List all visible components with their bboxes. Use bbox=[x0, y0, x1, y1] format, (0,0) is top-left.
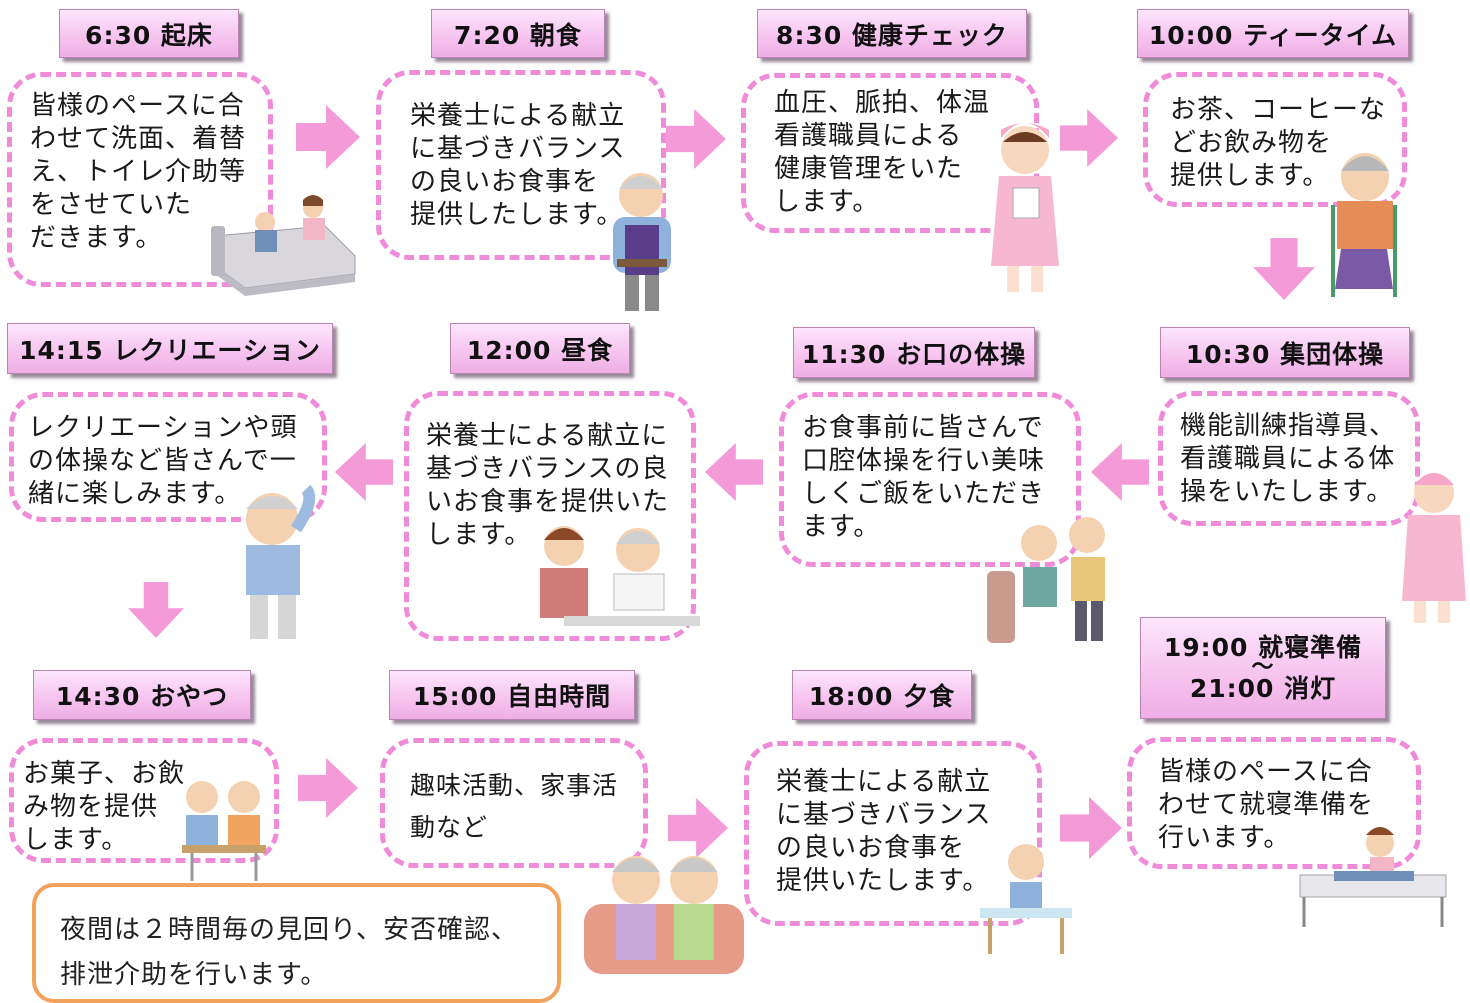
night-note-text: 夜間は２時間毎の見回り、安否確認、 排泄介助を行います。 bbox=[60, 915, 518, 990]
title-1000-tea-time: 10:00 ティータイム bbox=[1137, 9, 1409, 58]
title-0630-wake-up: 6:30 起床 bbox=[59, 9, 239, 58]
arrow-left-icon bbox=[1091, 443, 1149, 501]
arrow-left-icon bbox=[705, 443, 763, 501]
title-1200-lunch: 12:00 昼食 bbox=[450, 323, 630, 374]
step-text-group-exercise: 機能訓練指導員、 看護職員による体 操をいたします。 bbox=[1180, 411, 1397, 507]
step-box-dinner bbox=[744, 741, 1042, 926]
step-text-health-check: 血圧、脈拍、体温 看護職員による 健康管理をいた します。 bbox=[774, 88, 991, 217]
step-box-recreation bbox=[9, 392, 327, 522]
two-elderly-walking-illustration bbox=[987, 517, 1105, 643]
arrow-right-icon bbox=[298, 758, 358, 818]
title-1800-dinner: 18:00 夕食 bbox=[792, 670, 972, 720]
step-text-bedtime: 皆様のペースに合 わせて就寝準備を 行います。 bbox=[1158, 757, 1375, 853]
caregiver-feeding-illustration bbox=[540, 526, 700, 626]
title-1430-snack: 14:30 おやつ bbox=[33, 670, 251, 720]
arrow-right-icon bbox=[1060, 109, 1118, 167]
title-bedtime-separator: ～ bbox=[1251, 655, 1275, 680]
step-text-dinner: 栄養士による献立 に基づきバランス の良いお食事を 提供いたします。 bbox=[776, 767, 992, 896]
title-bedtime-line2: 21:00 消灯 bbox=[1189, 674, 1337, 703]
title-1500-free-time: 15:00 自由時間 bbox=[389, 670, 635, 720]
couple-sofa-illustration bbox=[584, 856, 744, 974]
bed-helper-illustration bbox=[211, 195, 356, 296]
arrow-right-icon bbox=[666, 109, 726, 169]
step-box-free-time bbox=[380, 738, 648, 868]
elderly-dinner-illustration bbox=[980, 844, 1072, 954]
snack-couple-illustration bbox=[182, 781, 266, 881]
step-text-oral-exercise: お食事前に皆さんで 口腔体操を行い美味 しくご飯をいただき ます。 bbox=[802, 413, 1046, 542]
arrow-right-icon bbox=[1060, 797, 1122, 859]
step-box-group-exercise bbox=[1158, 391, 1420, 526]
title-bedtime-line1: 19:00 就寝準備 bbox=[1163, 633, 1363, 662]
exercising-man-illustration bbox=[246, 484, 316, 639]
title-0830-health-check: 8:30 健康チェック bbox=[757, 9, 1027, 58]
step-text-breakfast: 栄養士による献立 に基づきバランス の良いお食事を 提供したします。 bbox=[410, 101, 626, 230]
title-1030-group-exercise: 10:30 集団体操 bbox=[1160, 327, 1410, 378]
arrow-down-icon bbox=[128, 582, 184, 638]
nurse-illustration bbox=[991, 123, 1059, 292]
step-text-lunch: 栄養士による献立に 基づきバランスの良 いお食事を提供いた します。 bbox=[426, 421, 670, 550]
elderly-man-tray-illustration bbox=[613, 173, 671, 311]
grandmother-tea-illustration bbox=[1331, 153, 1397, 297]
bedtime-care-illustration bbox=[1299, 827, 1447, 927]
title-0720-breakfast: 7:20 朝食 bbox=[431, 9, 605, 58]
step-text-free-time: 趣味活動、家事活 動など bbox=[410, 771, 619, 842]
step-text-snack: お菓子、お飲 み物を提供 します。 bbox=[23, 759, 186, 855]
arrow-right-icon bbox=[668, 798, 728, 858]
step-text-recreation: レクリエーションや頭 の体操など皆さんで一 緒に楽しみます。 bbox=[28, 413, 298, 509]
title-1900-bedtime: 19:00 就寝準備 ～ 21:00 消灯 bbox=[1140, 617, 1386, 719]
title-1130-oral-exercise: 11:30 お口の体操 bbox=[793, 327, 1035, 378]
nurse-waving-illustration bbox=[1402, 473, 1466, 623]
step-box-health-check bbox=[741, 73, 1039, 233]
step-box-wake-up bbox=[7, 72, 273, 287]
step-box-breakfast bbox=[376, 70, 666, 260]
title-1415-recreation: 14:15 レクリエーション bbox=[7, 323, 333, 374]
step-text-tea-time: お茶、コーヒーな どお飲み物を 提供します。 bbox=[1170, 95, 1387, 191]
arrow-left-icon bbox=[335, 443, 393, 501]
arrow-down-icon bbox=[1253, 238, 1315, 300]
arrow-right-icon bbox=[296, 105, 360, 169]
step-text-wake-up: 皆様のペースに合 わせて洗面、着替 え、トイレ介助等 をさせていた だきます。 bbox=[30, 91, 247, 253]
